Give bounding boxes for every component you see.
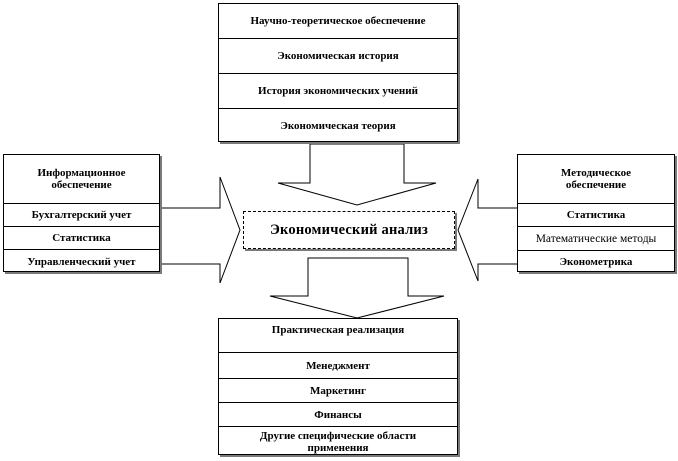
practical-implementation-box: Практическая реализация Менеджмент Марке… xyxy=(218,318,458,455)
arrow-left-right xyxy=(157,176,241,284)
methodical-item-econometrics: Эконометрика xyxy=(518,250,674,273)
practical-item-management: Менеджмент xyxy=(219,352,457,378)
practical-item-finance: Финансы xyxy=(219,402,457,426)
arrow-right-left xyxy=(457,178,521,282)
information-item-statistics: Статистика xyxy=(4,226,159,249)
practical-item-other-areas: Другие специфические области применения xyxy=(219,426,457,456)
arrow-top-down xyxy=(277,143,437,206)
information-support-header: Информационное обеспечение xyxy=(37,167,126,191)
information-item-accounting: Бухгалтерский учет xyxy=(4,203,159,226)
information-support-box: Информационное обеспечение Бухгалтерский… xyxy=(3,154,160,272)
economic-analysis-box: Экономический анализ xyxy=(243,211,455,249)
methodical-support-box: Методическое обеспечение Статистика Мате… xyxy=(517,154,675,272)
arrow-bottom-down xyxy=(269,257,445,319)
theory-item-economic-history: Экономическая история xyxy=(219,38,457,73)
theory-item-history-of-doctrines: История экономических учений xyxy=(219,73,457,108)
practical-item-marketing: Маркетинг xyxy=(219,378,457,402)
methodical-item-statistics: Статистика xyxy=(518,203,674,226)
practical-implementation-header: Практическая реализация xyxy=(271,324,405,336)
methodical-item-math-methods: Математические методы xyxy=(518,226,674,250)
methodical-support-header: Методическое обеспечение xyxy=(560,167,632,191)
information-item-management-accounting: Управленческий учет xyxy=(4,249,159,273)
theory-support-header: Научно-теоретическое обеспечение xyxy=(250,15,426,27)
theory-support-box: Научно-теоретическое обеспечение Экономи… xyxy=(218,3,458,142)
theory-item-economic-theory: Экономическая теория xyxy=(219,108,457,143)
